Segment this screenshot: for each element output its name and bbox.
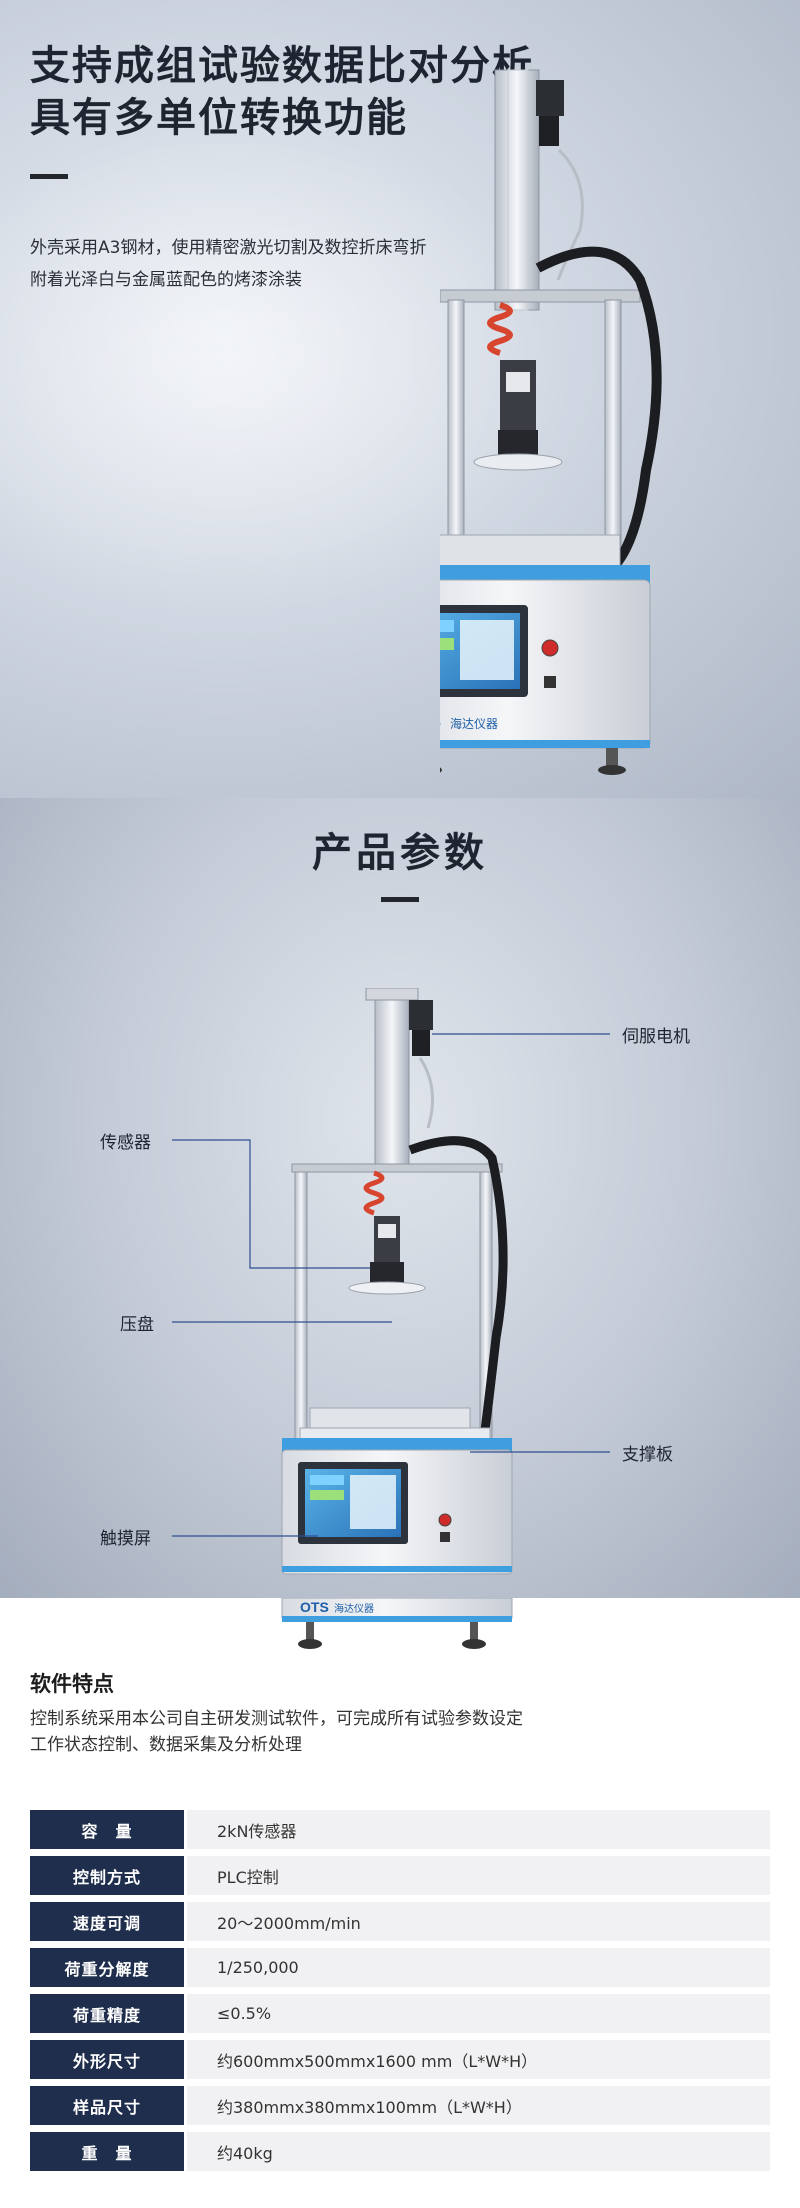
software-description: 控制系统采用本公司自主研发测试软件，可完成所有试验参数设定 工作状态控制、数据采… — [30, 1706, 750, 1758]
brand-logo-small: OTS — [300, 1599, 329, 1615]
brand-cn-small: 海达仪器 — [334, 1602, 374, 1615]
spec-value: PLC控制 — [187, 1856, 770, 1895]
hero-description: 外壳采用A3钢材，使用精密激光切割及数控折床弯折 附着光泽白与金属蓝配色的烤漆涂… — [30, 232, 500, 296]
software-desc-line-2: 工作状态控制、数据采集及分析处理 — [30, 1735, 302, 1755]
spec-value: 约40kg — [187, 2132, 770, 2171]
spec-label: 荷重精度 — [30, 1994, 184, 2033]
spec-value: 1/250,000 — [187, 1948, 770, 1987]
brand-cn: 海达仪器 — [450, 716, 498, 731]
spec-value: ≤0.5% — [187, 1994, 770, 2033]
spec-label: 样品尺寸 — [30, 2086, 184, 2125]
spec-row: 外形尺寸约600mmx500mmx1600 mm（L*W*H） — [30, 2040, 770, 2079]
title-divider — [30, 174, 68, 179]
callout-sensor: 传感器 — [100, 1133, 151, 1153]
testing-machine-image: OTS 海达仪器 — [440, 69, 662, 775]
spec-label: 速度可调 — [30, 1902, 184, 1941]
callout-support: 支撑板 — [622, 1445, 673, 1465]
params-divider — [381, 897, 419, 902]
hero-desc-line-1: 外壳采用A3钢材，使用精密激光切割及数控折床弯折 — [30, 238, 427, 258]
software-section: 软件特点 控制系统采用本公司自主研发测试软件，可完成所有试验参数设定 工作状态控… — [0, 1598, 800, 2208]
callout-screen: 触摸屏 — [100, 1529, 151, 1549]
hero-section: 支持成组试验数据比对分析 具有多单位转换功能 外壳采用A3钢材，使用精密激光切割… — [0, 0, 800, 798]
spec-row: 重 量约40kg — [30, 2132, 770, 2171]
hero-title: 支持成组试验数据比对分析 具有多单位转换功能 — [30, 40, 590, 144]
hero-title-line-2: 具有多单位转换功能 — [30, 95, 408, 141]
spec-value: 约600mmx500mmx1600 mm（L*W*H） — [187, 2040, 770, 2079]
spec-value: 20～2000mm/min — [187, 1902, 770, 1941]
spec-value: 约380mmx380mmx100mm（L*W*H） — [187, 2086, 770, 2125]
spec-label: 控制方式 — [30, 1856, 184, 1895]
callout-plate: 压盘 — [120, 1315, 154, 1335]
hero-desc-line-2: 附着光泽白与金属蓝配色的烤漆涂装 — [30, 270, 302, 290]
spec-label: 荷重分解度 — [30, 1948, 184, 1987]
hero-title-line-1: 支持成组试验数据比对分析 — [30, 43, 534, 89]
params-title: 产品参数 — [312, 830, 488, 876]
spec-row: 样品尺寸约380mmx380mmx100mm（L*W*H） — [30, 2086, 770, 2125]
spec-value: 2kN传感器 — [187, 1810, 770, 1849]
software-title: 软件特点 — [30, 1672, 114, 1696]
spec-label: 外形尺寸 — [30, 2040, 184, 2079]
params-section: 产品参数 — [0, 798, 800, 1598]
software-desc-line-1: 控制系统采用本公司自主研发测试软件，可完成所有试验参数设定 — [30, 1709, 523, 1729]
spec-row: 荷重精度≤0.5% — [30, 1994, 770, 2033]
machine-base: OTS 海达仪器 — [281, 1598, 513, 1649]
spec-label: 容 量 — [30, 1810, 184, 1849]
callout-motor: 伺服电机 — [622, 1027, 690, 1047]
brand-logo: OTS — [440, 711, 441, 733]
machine-diagram — [281, 988, 513, 1575]
spec-label: 重 量 — [30, 2132, 184, 2171]
